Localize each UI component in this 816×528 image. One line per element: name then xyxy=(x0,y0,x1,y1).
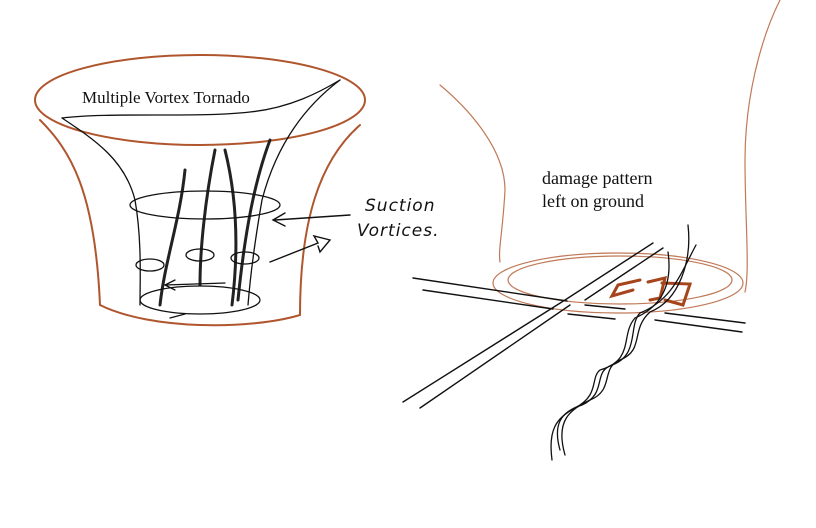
rotation-arrows xyxy=(129,190,281,319)
damage-caption-line1: damage pattern xyxy=(542,168,653,188)
damage-caption-line2: left on ground xyxy=(542,191,644,211)
damage-marks xyxy=(608,275,693,307)
suction-vortices xyxy=(158,138,272,307)
tornado-outline xyxy=(34,54,366,327)
annotation-suction: Suction xyxy=(365,196,436,216)
damage-track xyxy=(550,224,697,461)
annotation-arrows xyxy=(269,212,351,263)
annotation-vortices: Vortices. xyxy=(357,221,440,241)
tornado-title: Multiple Vortex Tornado xyxy=(82,88,250,107)
roads xyxy=(402,242,746,409)
tornado-column-outline xyxy=(439,0,781,314)
